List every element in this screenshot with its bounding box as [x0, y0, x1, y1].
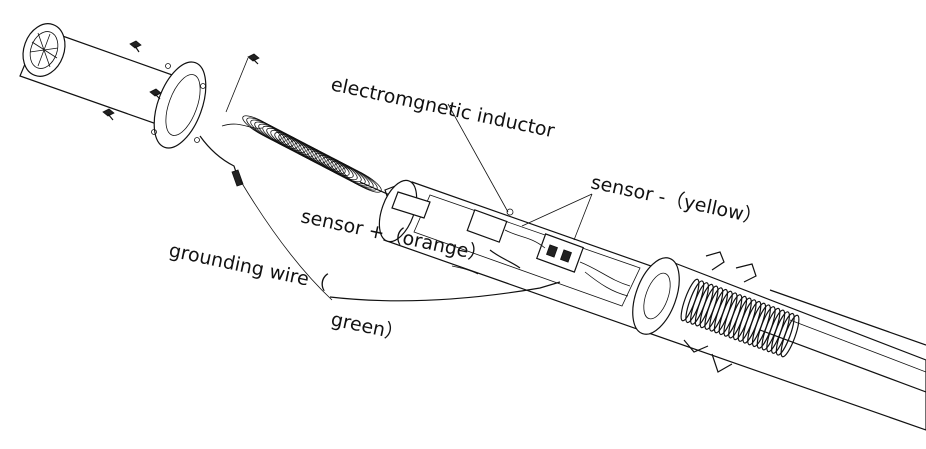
spring: [680, 278, 800, 358]
leader-grounding: [239, 179, 333, 301]
handle-cap: [19, 23, 207, 149]
cap-mesh: [29, 31, 59, 69]
label-electromagnetic-inductor: electromgnetic inductor: [329, 73, 557, 142]
leader-sensor-plus: [451, 265, 479, 275]
grounding-wire-path: [329, 281, 561, 302]
clip-top-2: [735, 263, 757, 283]
label-grounding-wire: grounding wire（: [167, 239, 330, 294]
clip-top-1: [705, 251, 725, 271]
heating-coil: [221, 115, 404, 206]
label-grounding-wire-color: green）: [329, 308, 406, 345]
leader-lines: [239, 103, 593, 302]
screw-4: [247, 53, 260, 65]
inductor-block: [466, 209, 508, 243]
leader-inductor: [447, 103, 509, 213]
clip-bottom-2: [711, 353, 733, 373]
handle-shell: [639, 261, 926, 431]
screw-leader: [225, 57, 249, 113]
connector-block: [535, 233, 585, 273]
inner-wire: [489, 249, 521, 269]
label-sensor-minus: sensor -（yellow）: [589, 171, 764, 229]
screws: [102, 40, 260, 121]
handle-mouth: [632, 257, 680, 335]
grounding-wire-lead: [199, 135, 241, 185]
sensor-assembly: [378, 179, 669, 331]
screw-2: [149, 88, 162, 100]
screw-3: [102, 108, 115, 121]
grounding-terminal: [231, 169, 244, 187]
leader-sensor-minus-b: [573, 193, 593, 241]
spring-turn: [775, 312, 795, 356]
screw-1: [129, 40, 142, 53]
handle-body: [632, 251, 926, 431]
spring-turn: [780, 314, 800, 358]
leader-sensor-minus-a: [521, 193, 593, 227]
cap-flange: [153, 61, 207, 149]
clip-bottom-1: [683, 339, 709, 353]
probe-tip: [391, 191, 431, 219]
